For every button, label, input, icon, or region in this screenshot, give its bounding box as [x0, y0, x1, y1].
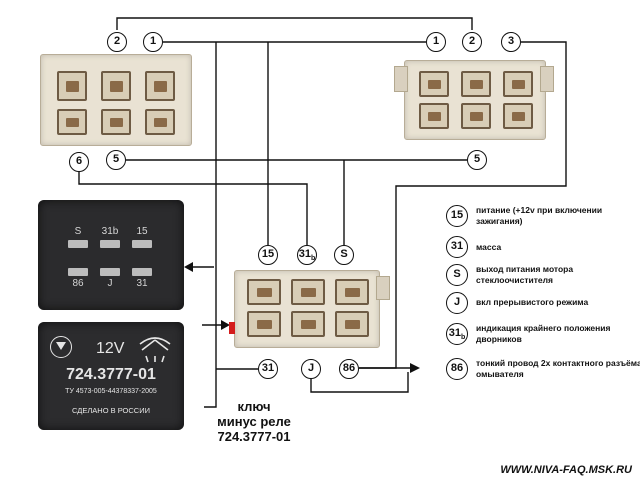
website-watermark: WWW.NIVA-FAQ.MSK.RU	[500, 464, 632, 476]
circle-1-right: 1	[426, 32, 446, 52]
relay-connector	[234, 270, 380, 348]
relay-pin	[68, 268, 88, 276]
legend-text: вкл прерывистого режима	[476, 297, 589, 307]
legend-text: индикация крайнего положения дворников	[476, 323, 611, 344]
arrow-to-connector	[221, 320, 230, 330]
connector-slot	[291, 311, 325, 337]
circle-3-right: 3	[501, 32, 521, 52]
wire-2	[116, 17, 473, 30]
legend-symbol-main: 31	[448, 327, 461, 339]
manufacturer-logo-icon	[50, 336, 72, 358]
legend-symbol: 31b	[446, 323, 468, 345]
connector-slot	[247, 311, 281, 337]
pin-label-86: 86	[72, 278, 84, 289]
connector-slot	[335, 279, 369, 305]
connector-slot	[101, 109, 131, 135]
key-leader	[204, 392, 217, 408]
circle-15: 15	[258, 245, 278, 265]
key-label-line2: минус реле	[217, 414, 291, 429]
legend-text: масса	[476, 242, 502, 252]
legend-symbol: J	[446, 292, 468, 314]
relay-model: 724.3777-01	[66, 366, 156, 383]
key-label-line3: 724.3777-01	[217, 429, 291, 444]
relay-tu: ТУ 4573-005-44378337-2005	[65, 388, 157, 395]
circle-2-left: 2	[107, 32, 127, 52]
connector-slot	[461, 71, 491, 97]
circle-31-bottom: 31	[258, 359, 278, 379]
pin-label-j: J	[107, 278, 113, 289]
connector-slot	[145, 109, 175, 135]
circle-5-left: 5	[106, 150, 126, 170]
relay-pin-side: S 31b 15 86 J 31	[38, 200, 184, 310]
pin-label-15: 15	[136, 226, 148, 237]
wiper-icon	[139, 337, 171, 363]
connector-slot	[145, 71, 175, 101]
wire-j	[310, 372, 409, 393]
circle-31b-sub: b	[310, 255, 316, 263]
legend-text: питание (+12v при включении зажигания)	[476, 205, 603, 226]
arrow-to-relay	[184, 262, 193, 272]
circle-31b-main: 31	[298, 248, 311, 260]
connector-slot	[419, 71, 449, 97]
legend-symbol-sub: b	[460, 334, 466, 342]
circle-1-left: 1	[143, 32, 163, 52]
legend-symbol: 31	[446, 236, 468, 258]
key-marker	[229, 322, 235, 334]
pin-label-s: S	[74, 226, 82, 237]
connector-slot	[503, 103, 533, 129]
relay-pin	[100, 240, 120, 248]
pin-label-31b: 31b	[101, 226, 119, 237]
legend-text: выход питания мотора стеклоочистителя	[476, 264, 574, 285]
relay-voltage: 12V	[96, 340, 125, 357]
pin-label-31: 31	[136, 278, 148, 289]
relay-pin	[132, 240, 152, 248]
circle-j-bottom: J	[301, 359, 321, 379]
connector-slot	[57, 71, 87, 101]
legend-symbol: S	[446, 264, 468, 286]
connector-top-left	[40, 54, 192, 146]
legend-text: тонкий провод 2х контактного разъёма омы…	[476, 358, 640, 379]
legend-symbol: 86	[446, 358, 468, 380]
key-label: ключ минус реле 724.3777-01	[213, 399, 295, 444]
relay-pin	[100, 268, 120, 276]
relay-pin	[132, 268, 152, 276]
connector-slot	[503, 71, 533, 97]
connector-slot	[461, 103, 491, 129]
connector-slot	[101, 71, 131, 101]
circle-6: 6	[69, 152, 89, 172]
relay-made-in: СДЕЛАНО В РОССИИ	[72, 406, 150, 415]
connector-slot	[335, 311, 369, 337]
arrow-86	[410, 363, 420, 373]
circle-31b: 31b	[297, 245, 317, 265]
connector-lug	[394, 66, 408, 92]
circle-s: S	[334, 245, 354, 265]
relay-pin	[68, 240, 88, 248]
connector-slot	[57, 109, 87, 135]
connector-slot	[419, 103, 449, 129]
connector-lug	[540, 66, 554, 92]
circle-86-bottom: 86	[339, 359, 359, 379]
relay-label-side: 12V 724.3777-01 ТУ 4573-005-44378337-200…	[38, 322, 184, 430]
circle-2-right: 2	[462, 32, 482, 52]
key-label-line1: ключ	[237, 399, 271, 414]
connector-top-right	[404, 60, 546, 140]
connector-slot	[247, 279, 281, 305]
connector-slot	[291, 279, 325, 305]
wire-6	[78, 172, 308, 245]
circle-5-right: 5	[467, 150, 487, 170]
legend-symbol: 15	[446, 205, 468, 227]
connector-lug	[376, 276, 390, 300]
